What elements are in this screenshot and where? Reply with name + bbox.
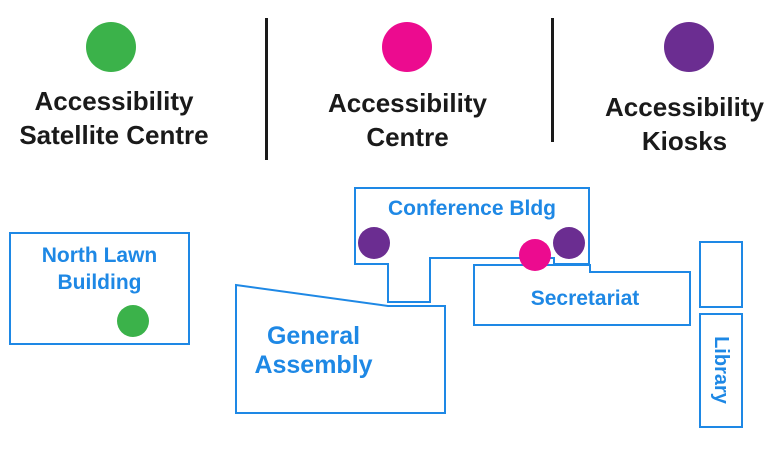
secretariat-label: Secretariat	[530, 287, 640, 310]
satellite-centre-legend-label: Accessibility Satellite Centre	[19, 86, 209, 150]
library-annex-outline	[699, 241, 743, 308]
legend-divider	[265, 18, 268, 160]
conference-building-outline	[354, 187, 590, 303]
accessibility-kiosks-legend-dot	[664, 22, 714, 72]
library-label: Library	[710, 336, 732, 404]
accessibility-centre-marker[interactable]	[519, 239, 551, 271]
north-lawn-building-label: North Lawn Building	[41, 244, 158, 294]
general-assembly-label: General Assembly	[254, 322, 373, 379]
legend-divider	[551, 18, 554, 142]
conference-building-label: Conference Bldg	[387, 197, 557, 220]
secretariat-outline	[473, 264, 691, 326]
kiosk-marker[interactable]	[358, 227, 390, 259]
kiosk-marker[interactable]	[553, 227, 585, 259]
library-outline	[699, 313, 743, 428]
satellite-centre-marker[interactable]	[117, 305, 149, 337]
north-lawn-building-outline	[9, 232, 190, 345]
accessibility-centre-legend-dot	[382, 22, 432, 72]
accessibility-centre-legend-label: Accessibility Centre	[328, 88, 487, 152]
satellite-centre-legend-dot	[86, 22, 136, 72]
accessibility-kiosks-legend-label: Accessibility Kiosks	[605, 92, 764, 156]
general-assembly-outline	[235, 283, 446, 414]
